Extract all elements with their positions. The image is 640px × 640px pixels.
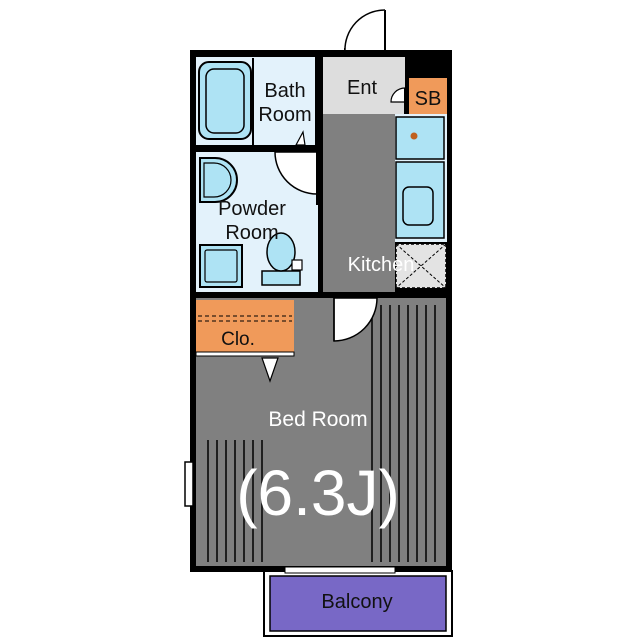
balcony-door xyxy=(284,566,396,574)
closet-label: Clo. xyxy=(221,329,255,350)
entrance-label: Ent xyxy=(347,77,377,99)
bath-label-line2: Room xyxy=(258,104,311,126)
bath-label-line1: Bath xyxy=(264,80,305,102)
stove-icon xyxy=(395,116,445,160)
bedroom-label: Bed Room xyxy=(268,408,367,431)
kitchen-label: Kitchen xyxy=(348,254,415,276)
shoe-box-area xyxy=(409,78,447,114)
kitchen-floor xyxy=(323,114,395,292)
toilet-icon xyxy=(261,232,303,286)
bedroom-door xyxy=(333,297,378,342)
bathtub-icon xyxy=(198,61,252,140)
powder-door xyxy=(274,151,318,205)
closet-area xyxy=(196,300,294,352)
balcony-label: Balcony xyxy=(321,591,392,613)
powder-label-line2: Room xyxy=(225,222,278,244)
powder-label-line1: Powder xyxy=(218,198,286,220)
bath-door-icon xyxy=(294,130,306,146)
side-window xyxy=(184,461,194,507)
bedroom-size-label: (6.3J) xyxy=(236,457,400,529)
entrance-area xyxy=(323,57,405,114)
closet-door-icon xyxy=(261,357,279,383)
floor-pattern xyxy=(207,305,436,562)
shoe-box-label: SB xyxy=(415,88,442,110)
washbasin-icon xyxy=(199,244,243,288)
